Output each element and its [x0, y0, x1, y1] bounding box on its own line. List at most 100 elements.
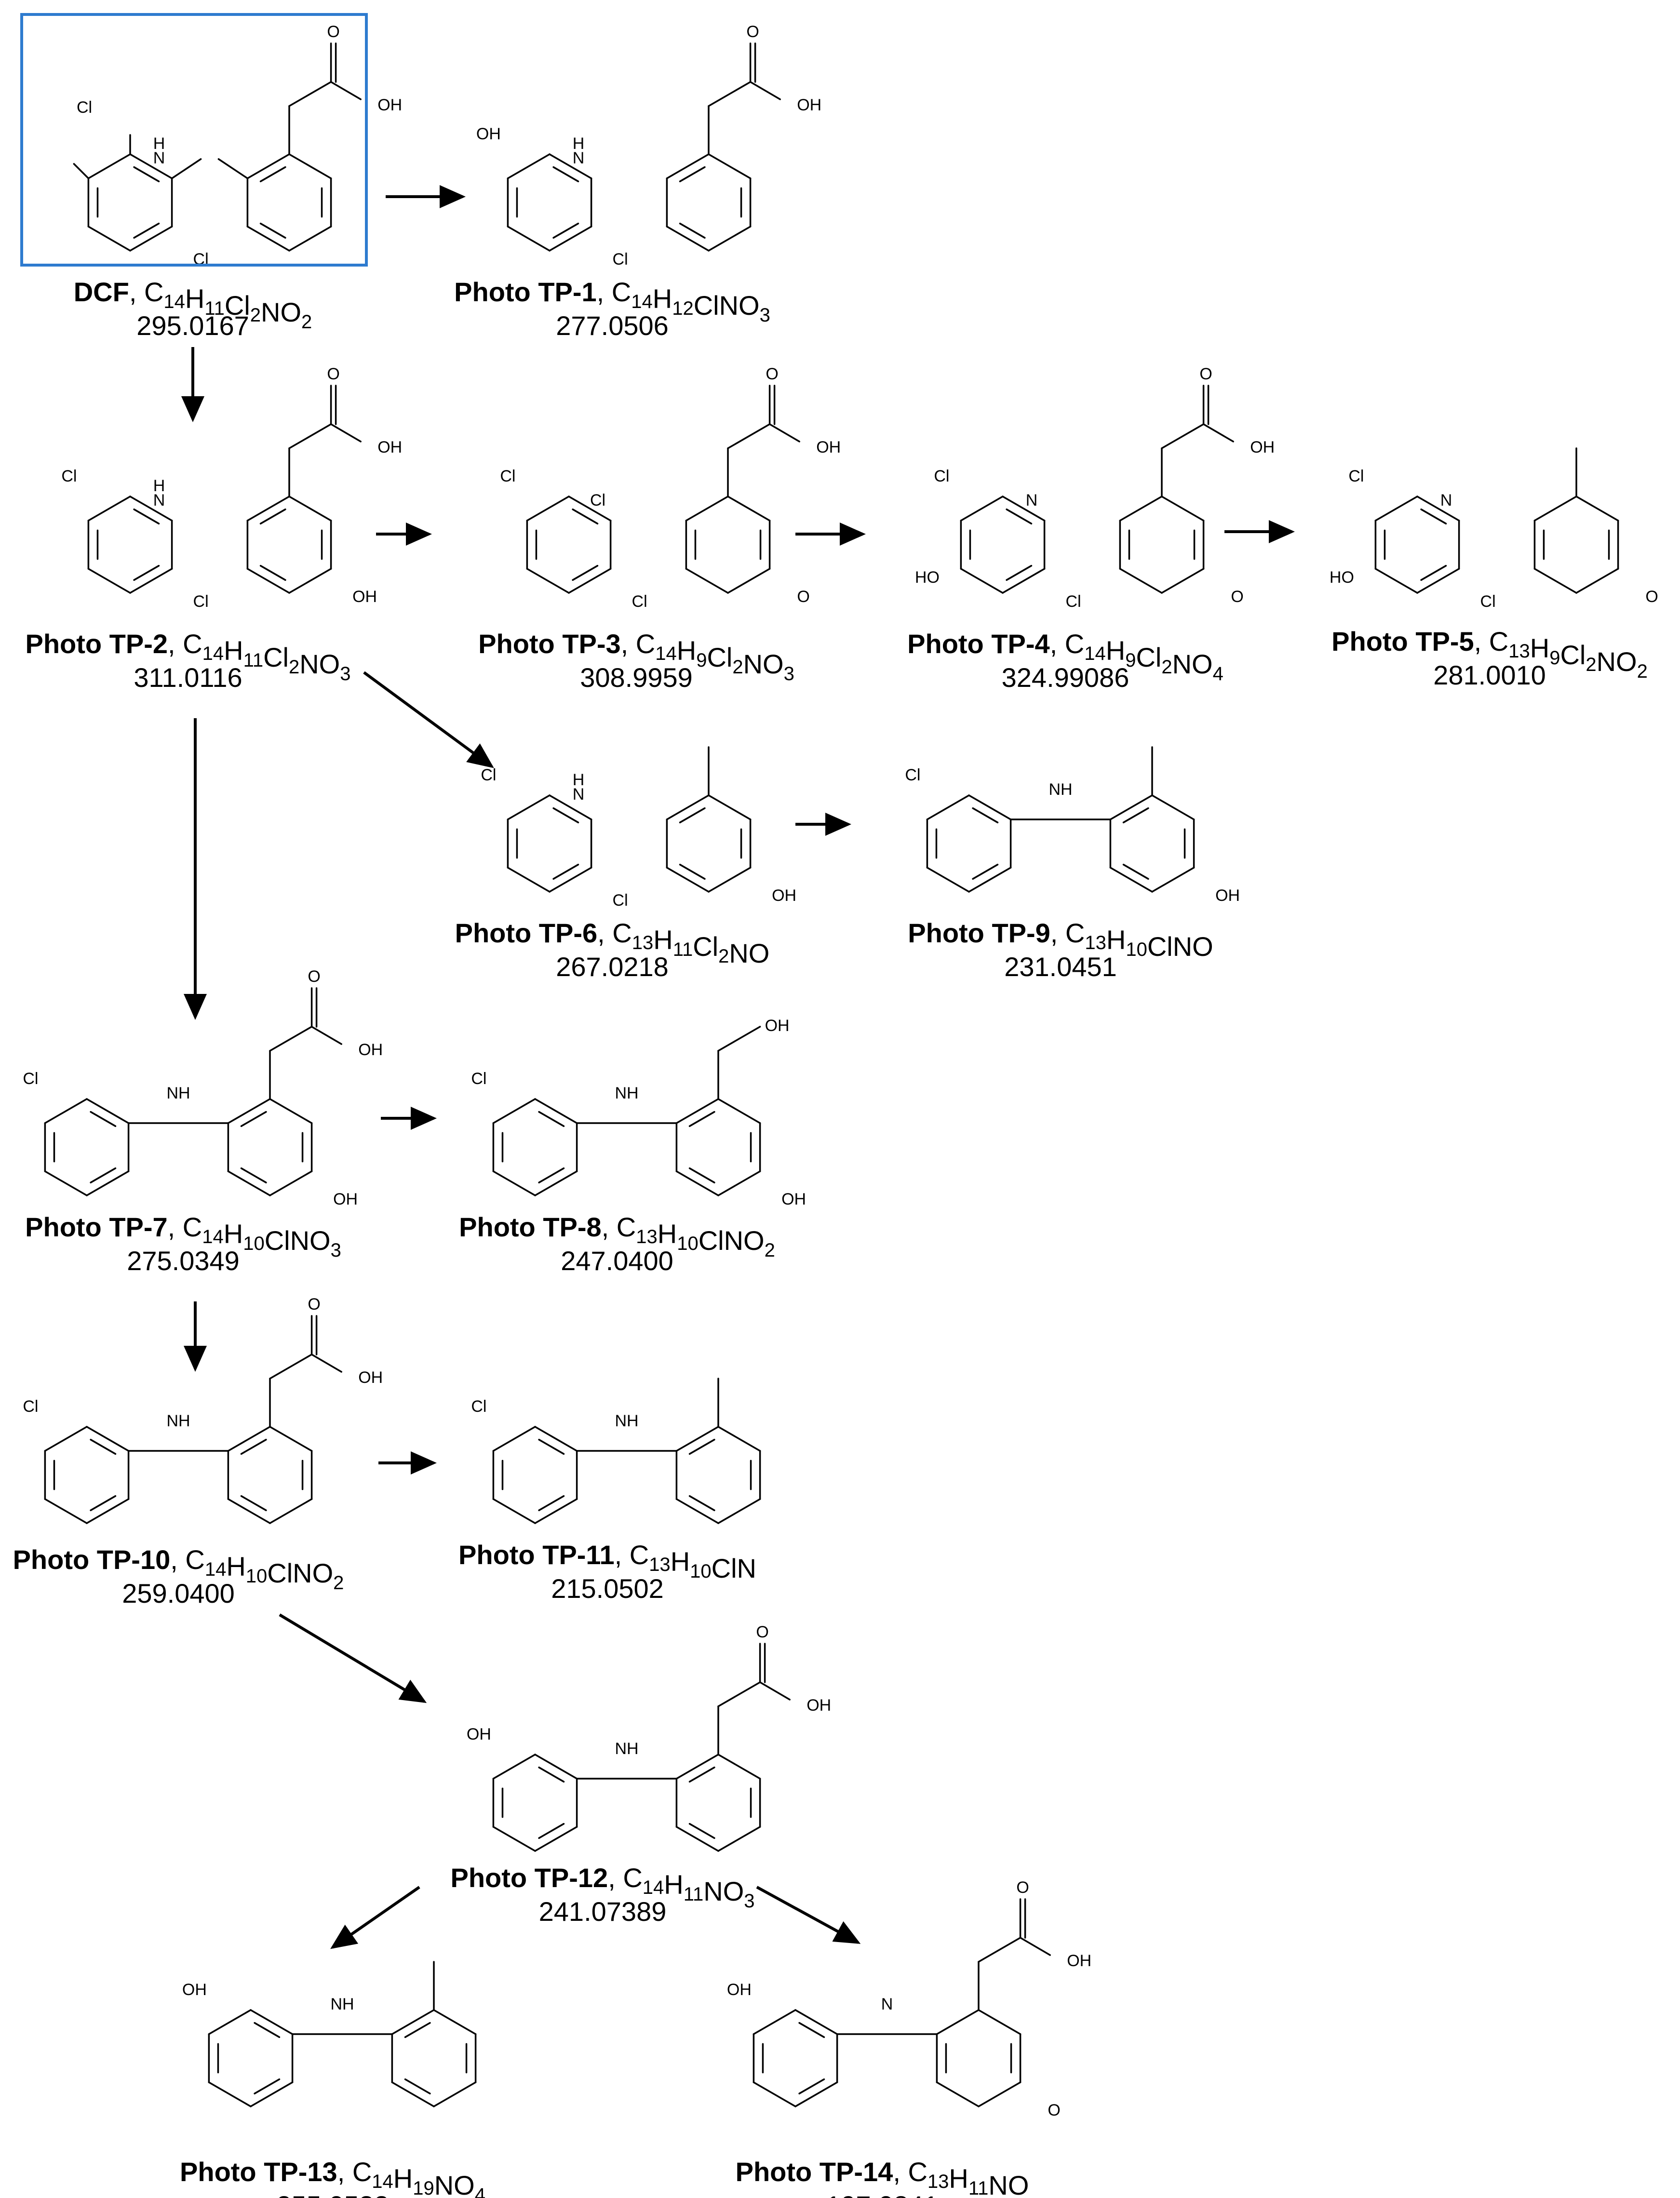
ring-bond — [549, 226, 592, 252]
ring-double-bond — [259, 564, 286, 581]
atom-label: Cl — [1348, 467, 1364, 485]
compound-mass: 215.0502 — [551, 1573, 664, 1604]
atom-label: N — [153, 149, 165, 167]
ring-bond — [549, 867, 592, 893]
ring-bond — [926, 794, 970, 820]
atom-label: OH — [781, 1190, 806, 1208]
atom-label: N — [573, 785, 585, 804]
compound-name: Photo TP-11 — [458, 1540, 615, 1570]
ring-double-bond — [538, 1438, 565, 1455]
ring-bond — [44, 1098, 88, 1124]
atom-label: Cl — [61, 467, 77, 485]
bond — [1019, 1937, 1051, 1956]
ring-bond — [549, 794, 592, 820]
ring-bond — [433, 2009, 477, 2035]
ring-bond — [246, 153, 290, 179]
atom-label: N — [573, 149, 585, 167]
ring-bond — [433, 2081, 477, 2107]
bond — [759, 1681, 791, 1701]
ring-bond — [534, 1754, 578, 1780]
ring-bond — [507, 794, 551, 820]
compound-name: Photo TP-2 — [26, 629, 168, 659]
structure-bonds — [44, 42, 1619, 2107]
ring-bond — [666, 867, 710, 893]
atom-label: Cl — [613, 250, 628, 268]
ring-bond — [968, 794, 1012, 820]
ring-double-bond — [688, 1111, 715, 1127]
ring-bond — [246, 568, 290, 594]
ring-double-bond — [1006, 564, 1033, 581]
ring-bond — [666, 226, 710, 252]
ring-bond — [717, 1170, 761, 1196]
ring-bond — [492, 1754, 536, 1780]
ring-bond — [391, 2009, 435, 2035]
atom-label: OH — [476, 125, 501, 143]
ring-double-bond — [688, 1823, 715, 1839]
ring-bond — [926, 867, 970, 893]
ring-double-bond — [259, 508, 286, 525]
atom-label: Cl — [905, 766, 920, 784]
ring-bond — [269, 1170, 313, 1196]
ring-double-bond — [572, 564, 599, 581]
ring-double-bond — [133, 508, 160, 525]
ring-double-bond — [572, 508, 599, 525]
compound-mass: 295.0167 — [136, 310, 249, 341]
ring-bond — [86, 1170, 130, 1196]
atom-label: OH — [1250, 438, 1275, 456]
ring-double-bond — [972, 807, 999, 824]
ring-double-bond — [90, 1495, 117, 1512]
ring-bond — [269, 1098, 313, 1124]
ring-double-bond — [552, 166, 579, 183]
atom-label: O — [1048, 2101, 1060, 2119]
ring-bond — [288, 568, 332, 594]
ring-double-bond — [552, 807, 579, 824]
ring-bond — [717, 1826, 761, 1852]
compound-name: Photo TP-14 — [736, 2157, 893, 2187]
ring-bond — [87, 226, 131, 252]
reaction-arrow — [363, 671, 494, 768]
compound-mass: 281.0010 — [1433, 660, 1546, 690]
ring-bond — [492, 1098, 536, 1124]
ring-double-bond — [552, 863, 579, 880]
compound-label: Photo TP-3, C14H9Cl2NO3 — [478, 629, 794, 684]
atom-label: Cl — [500, 467, 515, 485]
ring-bond — [391, 2081, 435, 2107]
compound-name: Photo TP-6 — [455, 918, 598, 948]
ring-bond — [492, 1826, 536, 1852]
ring-bond — [717, 1426, 761, 1452]
ring-bond — [978, 2009, 1021, 2035]
atom-label: NH — [330, 1995, 354, 2013]
compound-label: Photo TP-14, C13H11NO — [736, 2157, 1029, 2198]
ring-bond — [227, 1098, 271, 1124]
ring-bond — [44, 1426, 88, 1452]
ring-double-bond — [538, 1766, 565, 1783]
ring-bond — [1151, 867, 1195, 893]
ring-double-bond — [538, 1495, 565, 1512]
ring-double-bond — [679, 807, 706, 824]
compound-mass: 267.0218 — [556, 952, 669, 982]
ring-bond — [708, 867, 752, 893]
ring-bond — [492, 1426, 536, 1452]
ring-bond — [549, 153, 592, 179]
compound-label: Photo TP-6, C13H11Cl2NO — [455, 918, 770, 968]
compound-mass: 197.0841 — [826, 2190, 939, 2198]
ring-bond — [1374, 496, 1418, 522]
bond — [171, 158, 202, 179]
compound-mass: 308.9959 — [580, 662, 693, 693]
parent-compound-highlight-box — [20, 13, 368, 267]
ring-bond — [1575, 496, 1619, 522]
ring-bond — [246, 496, 290, 522]
ring-bond — [250, 2081, 294, 2107]
ring-bond — [208, 2081, 252, 2107]
compound-label: Photo TP-13, C14H19NO4 — [180, 2157, 485, 2198]
ring-bond — [666, 153, 710, 179]
ring-bond — [227, 1170, 271, 1196]
atom-label: NH — [166, 1084, 190, 1102]
ring-double-bond — [90, 1111, 117, 1127]
atom-label: O — [766, 365, 778, 383]
ring-bond — [685, 496, 729, 522]
atom-label: OH — [182, 1981, 207, 1999]
ring-double-bond — [679, 863, 706, 880]
